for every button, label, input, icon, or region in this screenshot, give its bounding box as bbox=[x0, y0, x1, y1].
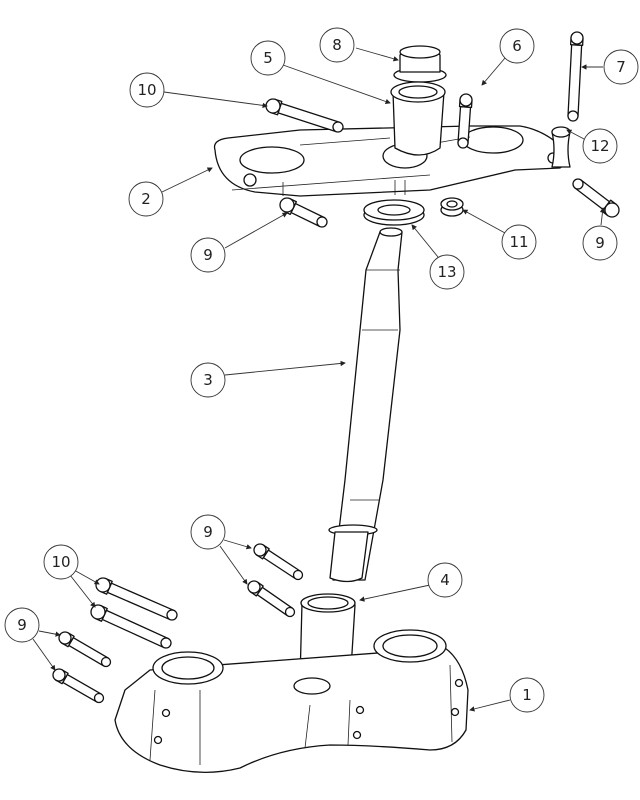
bolt-tip bbox=[166, 609, 178, 621]
svg-text:12: 12 bbox=[590, 137, 609, 155]
bolt-head-face bbox=[570, 31, 584, 45]
svg-text:1: 1 bbox=[522, 686, 532, 704]
svg-text:11: 11 bbox=[509, 233, 528, 251]
upper-triple-clamp bbox=[213, 125, 569, 197]
bolt-head-face bbox=[247, 580, 261, 594]
callout-3: 3 bbox=[190, 362, 226, 398]
svg-text:6: 6 bbox=[512, 37, 522, 55]
steering-stem-nut bbox=[393, 45, 447, 83]
bolt-9-upper-right bbox=[572, 178, 620, 218]
bolt-head-face bbox=[279, 197, 295, 213]
callout-5: 5 bbox=[250, 40, 286, 76]
bolt-10-upper bbox=[265, 98, 344, 133]
callout-10-top: 10 bbox=[129, 72, 165, 108]
bolt-6 bbox=[457, 93, 473, 149]
bolt-shaft bbox=[101, 609, 169, 649]
washer bbox=[363, 199, 425, 226]
svg-text:5: 5 bbox=[263, 49, 273, 67]
bolt-head-face bbox=[95, 577, 111, 593]
bolt-9-upper-left bbox=[279, 197, 328, 228]
svg-text:9: 9 bbox=[203, 523, 213, 541]
svg-text:8: 8 bbox=[332, 36, 342, 54]
small-nut bbox=[440, 197, 464, 217]
callout-2: 2 bbox=[128, 181, 164, 217]
callout-9-lower-left: 9 bbox=[4, 607, 40, 643]
bolt-shaft bbox=[106, 582, 175, 621]
leader-lines bbox=[32, 47, 606, 712]
bolt-9-lower-b bbox=[52, 668, 105, 704]
callout-9-upper-right: 9 bbox=[582, 225, 618, 261]
bolt-head-face bbox=[52, 668, 66, 682]
bolt-shaft bbox=[567, 44, 583, 117]
callout-11: 11 bbox=[501, 224, 537, 260]
callout-9-middle: 9 bbox=[190, 514, 226, 550]
bolt-tip bbox=[284, 606, 296, 618]
svg-text:9: 9 bbox=[595, 234, 605, 252]
bolt-tip bbox=[332, 121, 344, 133]
bolt-9-middle-b bbox=[247, 580, 296, 618]
svg-text:2: 2 bbox=[141, 190, 151, 208]
callout-13: 13 bbox=[429, 254, 465, 290]
bolt-head-face bbox=[90, 604, 106, 620]
svg-text:9: 9 bbox=[17, 616, 27, 634]
bolt-head-face bbox=[459, 93, 473, 107]
svg-text:10: 10 bbox=[137, 81, 156, 99]
svg-text:4: 4 bbox=[440, 571, 450, 589]
callout-7: 7 bbox=[603, 49, 639, 85]
bolt-head-face bbox=[253, 543, 267, 557]
bolt-tip bbox=[457, 137, 469, 149]
bolt-7 bbox=[567, 31, 584, 122]
svg-text:7: 7 bbox=[616, 58, 626, 76]
bolt-tip bbox=[160, 637, 172, 649]
bolt-tip bbox=[567, 110, 579, 122]
svg-text:3: 3 bbox=[203, 371, 213, 389]
callout-4: 4 bbox=[427, 562, 463, 598]
bolt-head-face bbox=[604, 202, 620, 218]
bolt-tip bbox=[93, 692, 105, 704]
callout-10-bottom: 10 bbox=[43, 544, 79, 580]
bolt-tip bbox=[572, 178, 584, 190]
callout-8: 8 bbox=[319, 27, 355, 63]
svg-text:9: 9 bbox=[203, 246, 213, 264]
lower-triple-clamp bbox=[114, 629, 469, 773]
callout-1: 1 bbox=[509, 677, 545, 713]
callout-12: 12 bbox=[582, 128, 618, 164]
bolt-tip bbox=[100, 656, 112, 668]
bolt-shaft bbox=[277, 102, 341, 133]
bolt-9-middle-a bbox=[253, 543, 304, 581]
steering-stem bbox=[328, 227, 403, 583]
svg-text:10: 10 bbox=[51, 553, 70, 571]
callout-6: 6 bbox=[499, 28, 535, 64]
bolt-head-face bbox=[265, 98, 281, 114]
spacer bbox=[551, 126, 571, 168]
bolt-head-face bbox=[58, 631, 72, 645]
bolt-tip bbox=[316, 216, 328, 228]
bolt-9-lower-a bbox=[58, 631, 112, 668]
bushing bbox=[390, 81, 446, 156]
svg-text:13: 13 bbox=[437, 263, 456, 281]
callout-9-upper-left: 9 bbox=[190, 237, 226, 273]
bolt-10-lower-b bbox=[90, 604, 172, 649]
bolt-tip bbox=[292, 569, 304, 581]
